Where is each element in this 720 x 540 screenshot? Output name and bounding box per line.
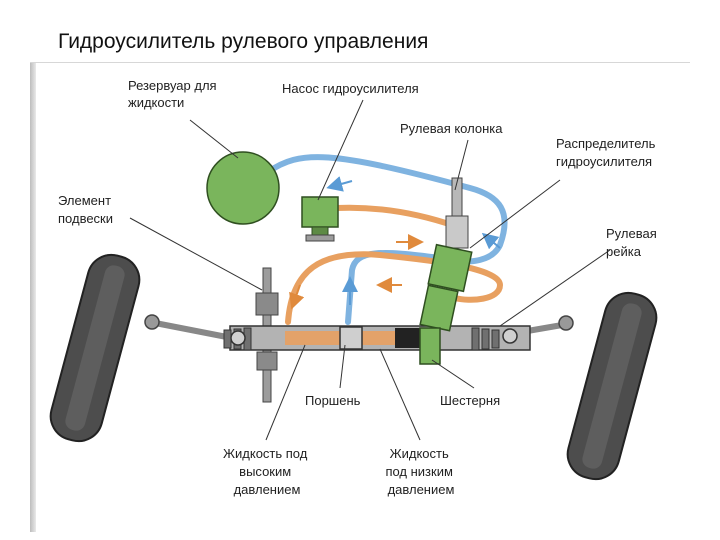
label-suspension-element: Элемент подвески xyxy=(58,193,115,226)
fluid-reservoir xyxy=(206,151,280,225)
label-distributor: Распределитель гидроусилителя xyxy=(556,136,659,169)
label-pump: Насос гидроусилителя xyxy=(282,81,419,96)
left-rack-end xyxy=(230,330,246,346)
slide-title: Гидроусилитель рулевого управления xyxy=(58,30,429,53)
label-reservoir: Резервуар для жидкости xyxy=(128,78,220,110)
label-steering-column: Рулевая колонка xyxy=(400,121,503,136)
flow-arrow xyxy=(326,176,353,192)
left-wheel xyxy=(49,253,141,443)
right-ball-joint xyxy=(558,315,574,331)
pinion xyxy=(419,327,441,365)
frame-top-line xyxy=(30,62,690,63)
right-wheel xyxy=(566,291,658,481)
flow-arrow xyxy=(481,232,501,250)
label-high-pressure-fluid: Жидкость под высоким давлением xyxy=(223,446,311,497)
power-steering-pump xyxy=(301,196,339,242)
label-low-pressure-fluid: Жидкость под низким давлением xyxy=(385,446,456,497)
right-rack-end xyxy=(502,328,518,344)
steering-column xyxy=(445,177,469,249)
label-piston: Поршень xyxy=(305,393,361,408)
pinion-housing xyxy=(419,284,459,332)
frame-left-bar xyxy=(30,62,36,532)
flow-arrow xyxy=(289,284,305,310)
high-pressure-lines xyxy=(285,204,504,325)
leader-lines xyxy=(129,99,611,441)
left-ball-joint xyxy=(144,314,160,330)
power-steering-distributor xyxy=(427,243,473,293)
label-pinion: Шестерня xyxy=(440,393,500,408)
label-steering-rack: Рулевая рейка xyxy=(606,226,660,259)
